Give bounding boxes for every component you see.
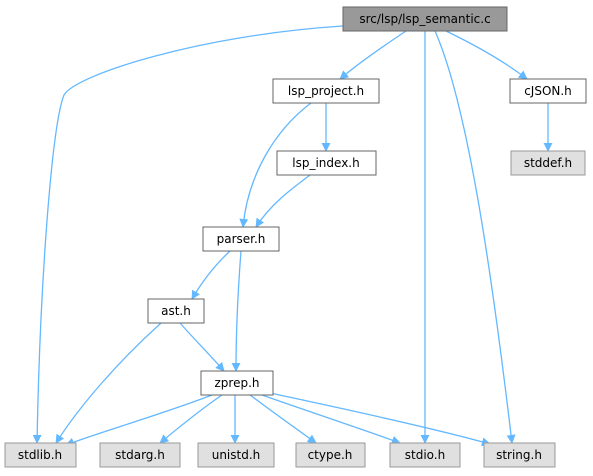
node-string-h[interactable]: string.h	[483, 442, 556, 468]
edge-root-to-lsp-project	[339, 30, 407, 80]
node-parser-h[interactable]: parser.h	[202, 226, 280, 252]
node-root-box	[342, 6, 508, 32]
node-root-label: src/lsp/lsp_semantic.c	[359, 12, 490, 26]
edge-root-to-string	[434, 30, 516, 444]
node-unistd-box	[197, 442, 275, 468]
edge-lsp-index-to-parser	[255, 174, 311, 228]
edge-zprep-to-stdlib	[65, 394, 213, 447]
node-stdlib-h[interactable]: stdlib.h	[4, 442, 77, 468]
node-ast-h[interactable]: ast.h	[147, 298, 205, 324]
node-stdarg-h[interactable]: stdarg.h	[99, 442, 181, 468]
node-zprep-h[interactable]: zprep.h	[200, 370, 274, 396]
node-lsp-project-box	[272, 78, 380, 104]
node-stdlib-label: stdlib.h	[18, 448, 62, 462]
node-parser-box	[202, 226, 280, 252]
edge-lsp-project-to-parser	[239, 102, 312, 228]
edge-root-to-cjson	[445, 30, 528, 80]
node-ast-box	[147, 298, 205, 324]
node-unistd-label: unistd.h	[212, 448, 261, 462]
node-ast-label: ast.h	[161, 304, 191, 318]
edges-layer	[32, 25, 553, 447]
edge-ast-to-stdlib	[55, 322, 162, 444]
node-parser-label: parser.h	[217, 232, 266, 246]
node-stdarg-box	[99, 442, 181, 468]
node-lsp-project-h[interactable]: lsp_project.h	[272, 78, 380, 104]
node-stddef-box	[510, 150, 586, 176]
node-stddef-label: stddef.h	[524, 156, 572, 170]
node-ctype-box	[295, 442, 366, 468]
node-stdio-h[interactable]: stdio.h	[389, 442, 461, 468]
node-stddef-h[interactable]: stddef.h	[510, 150, 586, 176]
nodes-layer: src/lsp/lsp_semantic.c lsp_project.h cJS…	[4, 6, 587, 468]
node-cjson-label: cJSON.h	[524, 84, 572, 98]
edge-root-to-stdlib	[32, 25, 344, 444]
edge-parser-to-ast	[191, 250, 231, 300]
edge-zprep-to-stdarg	[159, 394, 223, 444]
edge-zprep-to-stdio	[261, 394, 401, 445]
node-zprep-box	[200, 370, 274, 396]
node-cjson-box	[509, 78, 587, 104]
node-stdio-label: stdio.h	[405, 448, 445, 462]
node-string-box	[483, 442, 556, 468]
node-stdlib-box	[4, 442, 77, 468]
node-string-label: string.h	[496, 448, 542, 462]
edge-zprep-to-ctype	[249, 394, 317, 444]
node-stdarg-label: stdarg.h	[115, 448, 165, 462]
node-unistd-h[interactable]: unistd.h	[197, 442, 275, 468]
edge-ast-to-zprep	[179, 322, 225, 372]
node-lsp-project-label: lsp_project.h	[288, 84, 364, 98]
node-lsp-index-label: lsp_index.h	[292, 156, 359, 170]
node-ctype-label: ctype.h	[308, 448, 353, 462]
node-cjson-h[interactable]: cJSON.h	[509, 78, 587, 104]
node-ctype-h[interactable]: ctype.h	[295, 442, 366, 468]
node-stdio-box	[389, 442, 461, 468]
edge-parser-to-zprep	[231, 250, 242, 372]
node-lsp-index-box	[276, 150, 377, 176]
node-root-file[interactable]: src/lsp/lsp_semantic.c	[342, 6, 508, 32]
node-zprep-label: zprep.h	[214, 376, 259, 390]
node-lsp-index-h[interactable]: lsp_index.h	[276, 150, 377, 176]
edge-zprep-to-string	[269, 392, 491, 447]
